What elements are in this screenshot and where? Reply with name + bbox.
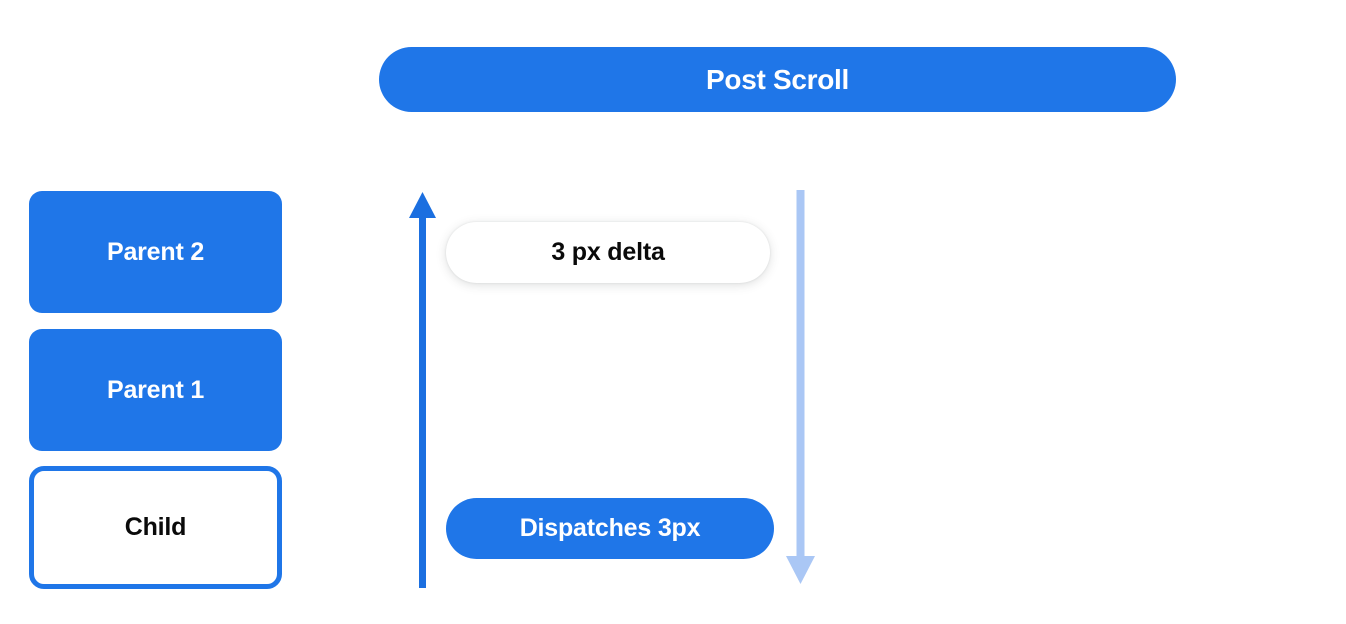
box-parent-1[interactable]: Parent 1 xyxy=(29,329,282,451)
delta-pill[interactable]: 3 px delta xyxy=(446,222,770,283)
dispatches-pill[interactable]: Dispatches 3px xyxy=(446,498,774,559)
page-title: Post Scroll xyxy=(706,63,849,95)
box-parent-2[interactable]: Parent 2 xyxy=(29,191,282,313)
box-child-label: Child xyxy=(124,513,187,541)
dispatch-down-arrow-icon xyxy=(786,190,815,584)
box-child[interactable]: Child xyxy=(29,466,282,589)
page-title-banner: Post Scroll xyxy=(379,47,1176,112)
box-parent-1-label: Parent 1 xyxy=(106,375,205,404)
scroll-up-arrow-icon xyxy=(409,192,436,588)
box-parent-2-label: Parent 2 xyxy=(106,237,205,266)
dispatches-pill-label: Dispatches 3px xyxy=(519,514,701,542)
delta-pill-label: 3 px delta xyxy=(551,238,665,266)
